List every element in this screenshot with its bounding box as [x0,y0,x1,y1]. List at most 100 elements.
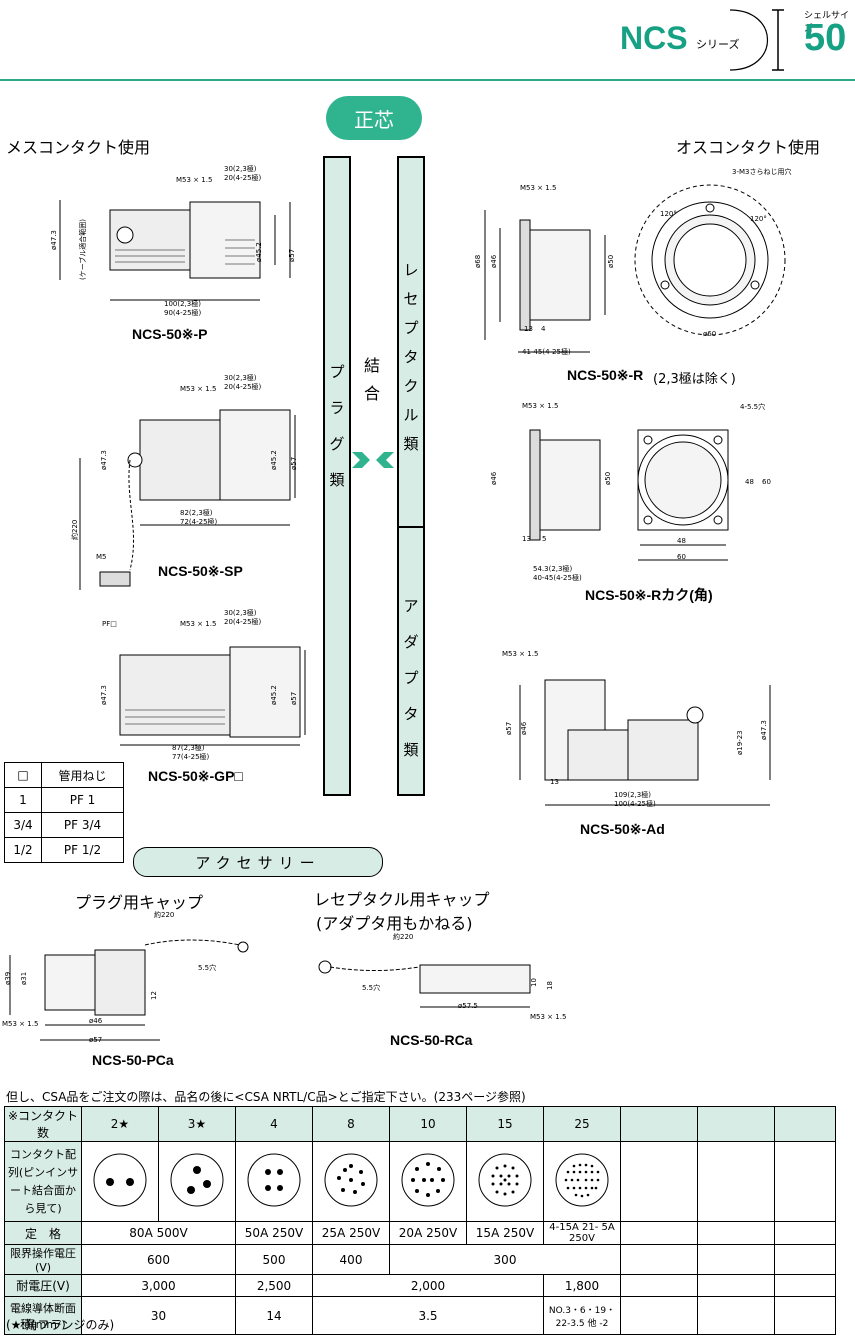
recep-char-5: ク [403,377,419,395]
pin-layout-25-icon [555,1153,609,1207]
recep-char-2: セ [403,290,419,308]
accessory-banner: アクセサリー [133,847,383,877]
rating-15a: 15A 250V [466,1221,544,1245]
rating-20a: 20A 250V [389,1221,467,1245]
contact-15: 15 [466,1106,544,1142]
layout-empty3 [774,1141,836,1222]
pin-layout-8-icon [324,1153,378,1207]
adapter-char-2: ダ [403,633,419,651]
cross-e2 [697,1296,775,1335]
layout-empty2 [697,1141,775,1222]
shell-size-label: シェルサイズ [804,11,850,34]
layout-25 [543,1141,621,1222]
ad-m53: M53 × 1.5 [502,650,539,658]
pin-layout-10-icon [401,1153,455,1207]
rating-25pin: 4-15A 21- 5A 250V [543,1221,621,1245]
recep-char-7: 類 [403,435,419,453]
pca-approx220: 約220 [154,911,175,919]
limit-400: 400 [312,1244,390,1275]
model-p-label: NCS-50※-P [132,326,208,342]
r-d46: ø46 [490,254,498,268]
plug-cap-title: プラグ用キャップ [75,893,204,912]
adapter-char-4: タ [403,705,419,723]
r-d50: ø50 [607,254,615,268]
header-bracket-icon [729,9,784,71]
limit-e1 [620,1244,698,1275]
gp-d57: ø57 [290,691,298,705]
sp-len-a: 30(2,3極) [224,374,257,382]
pf-row1-code: 1 [4,787,42,813]
recep-cap-drawing [318,960,531,1008]
recep-char-4: タ [403,348,419,366]
adapter-char-3: プ [403,669,419,687]
pf-header-box: □ [4,762,42,788]
hdr-layout: コンタクト配列(ピンインサート結合面から見て) [4,1141,82,1222]
rating-e1 [620,1221,698,1245]
join-arrows-icon [352,452,394,468]
withstand-e2 [697,1274,775,1297]
empty-h1 [620,1106,698,1142]
r-holes: 3-M3さらねじ用穴 [732,168,792,176]
rk-len-b: 40-45(4-25極) [533,574,582,582]
adapter-char-1: ア [403,597,419,615]
model-r-label: NCS-50※-R [567,367,644,383]
r-angle-left: 120° [660,210,677,218]
ad-d57: ø57 [505,721,513,735]
rk-48-h: 48 [677,537,686,545]
recep-cap-title-1: レセプタクル用キャップ [314,890,490,909]
model-rkaku-label: NCS-50※-Rカク(角) [585,587,713,603]
pin-layout-15-icon [478,1153,532,1207]
layout-empty1 [620,1141,698,1222]
r-angle-right: 120° [750,215,767,223]
rk-holes: 4-5.5穴 [740,403,766,411]
rca-10: 10 [530,978,538,987]
pf-row1-thread: PF 1 [41,787,124,813]
r-d68: ø68 [474,254,482,268]
r-len: 41-45(4-25極) [522,348,571,356]
adapter-char-5: 類 [403,741,419,759]
limit-e2 [697,1244,775,1275]
limit-600: 600 [81,1244,236,1275]
sp-len-b: 20(4-25極) [224,383,262,391]
ad-d1923: ø19-23 [736,730,744,755]
model-rca-label: NCS-50-RCa [390,1032,473,1048]
rk-m53: M53 × 1.5 [522,402,559,410]
p-d452: ø45.2 [255,242,263,262]
sp-d473: ø47.3 [100,450,108,470]
p-m53: M53 × 1.5 [176,176,213,184]
join-label: 結 合 [360,352,384,408]
withstand-3000: 3,000 [81,1274,236,1297]
p-total-a: 100(2,3極) [164,300,201,308]
hdr-withstand: 耐電圧(V) [4,1274,82,1297]
join-char-2: 合 [363,384,380,403]
cross-e1 [620,1296,698,1335]
r-d60: ø60 [703,330,717,338]
cross-25pin: NO.3・6・19・22-3.5 他 -2 [543,1296,621,1335]
ad-total-b: 100(4-25極) [614,800,656,808]
cross-30: 30 [81,1296,236,1335]
plug-char-3: グ [329,435,345,453]
cross-e3 [774,1296,836,1335]
recep-cap-title-2: (アダプタ用もかねる) [316,914,473,933]
plug-char-4: 類 [329,471,345,489]
p-d57: ø57 [288,248,296,262]
pf-row3-thread: PF 1/2 [41,837,124,863]
layout-2 [81,1141,159,1222]
pca-12: 12 [150,991,158,1000]
pin-layout-4-icon [247,1153,301,1207]
recep-char-6: ル [403,406,419,424]
contact-8: 8 [312,1106,390,1142]
series-title: NCS [620,20,688,56]
pin-layout-2-icon [93,1153,147,1207]
gp-len-a: 30(2,3極) [224,609,257,617]
adapter-ad-drawing [519,679,771,806]
withstand-e3 [774,1274,836,1297]
p-total-b: 90(4-25極) [164,309,202,317]
rating-80a: 80A 500V [81,1221,236,1245]
gp-d473: ø47.3 [100,685,108,705]
rk-48-v: 48 [745,478,754,486]
plug-char-1: プ [329,363,345,381]
layout-15 [466,1141,544,1222]
ad-13: 13 [550,778,559,786]
withstand-e1 [620,1274,698,1297]
